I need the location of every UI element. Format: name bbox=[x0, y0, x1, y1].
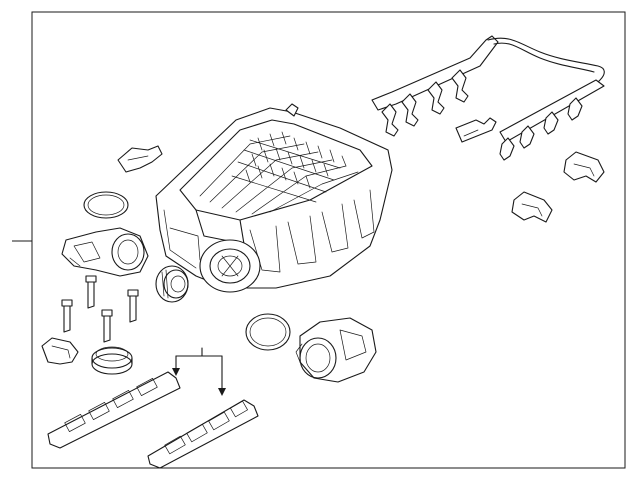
stud bbox=[85, 275, 97, 309]
throttle-body-electronic bbox=[295, 317, 377, 383]
supercharger-pulley bbox=[155, 265, 189, 303]
fuel-injector bbox=[499, 137, 515, 161]
callout-leaders bbox=[172, 347, 226, 396]
stud bbox=[101, 309, 113, 343]
diagram-frame bbox=[12, 11, 626, 469]
sensor-bracket-upper bbox=[563, 151, 605, 183]
intake-gasket-upper bbox=[47, 371, 181, 449]
fuel-injector bbox=[519, 125, 535, 149]
temperature-sensor bbox=[117, 145, 163, 173]
throttle-body-left bbox=[61, 227, 149, 277]
fuel-injector bbox=[401, 93, 419, 127]
fuel-injector bbox=[381, 103, 399, 137]
stud bbox=[61, 299, 73, 333]
sensor-bracket-lower bbox=[511, 191, 553, 223]
supercharger-assembly bbox=[155, 103, 393, 303]
fuel-injector bbox=[451, 69, 469, 103]
map-sensor bbox=[455, 117, 497, 143]
stud bbox=[127, 289, 139, 323]
throttle-body-gasket-oring bbox=[83, 191, 129, 219]
inlet-oring bbox=[245, 313, 291, 351]
mounting-studs bbox=[61, 275, 139, 343]
fuel-rail-assembly bbox=[371, 35, 605, 161]
coupler-seal bbox=[91, 346, 133, 375]
fuel-injector bbox=[427, 81, 445, 115]
intake-gasket-lower bbox=[147, 399, 259, 469]
pressure-sensor bbox=[41, 337, 79, 365]
fuel-injector bbox=[543, 111, 559, 135]
fuel-injector bbox=[567, 97, 583, 121]
